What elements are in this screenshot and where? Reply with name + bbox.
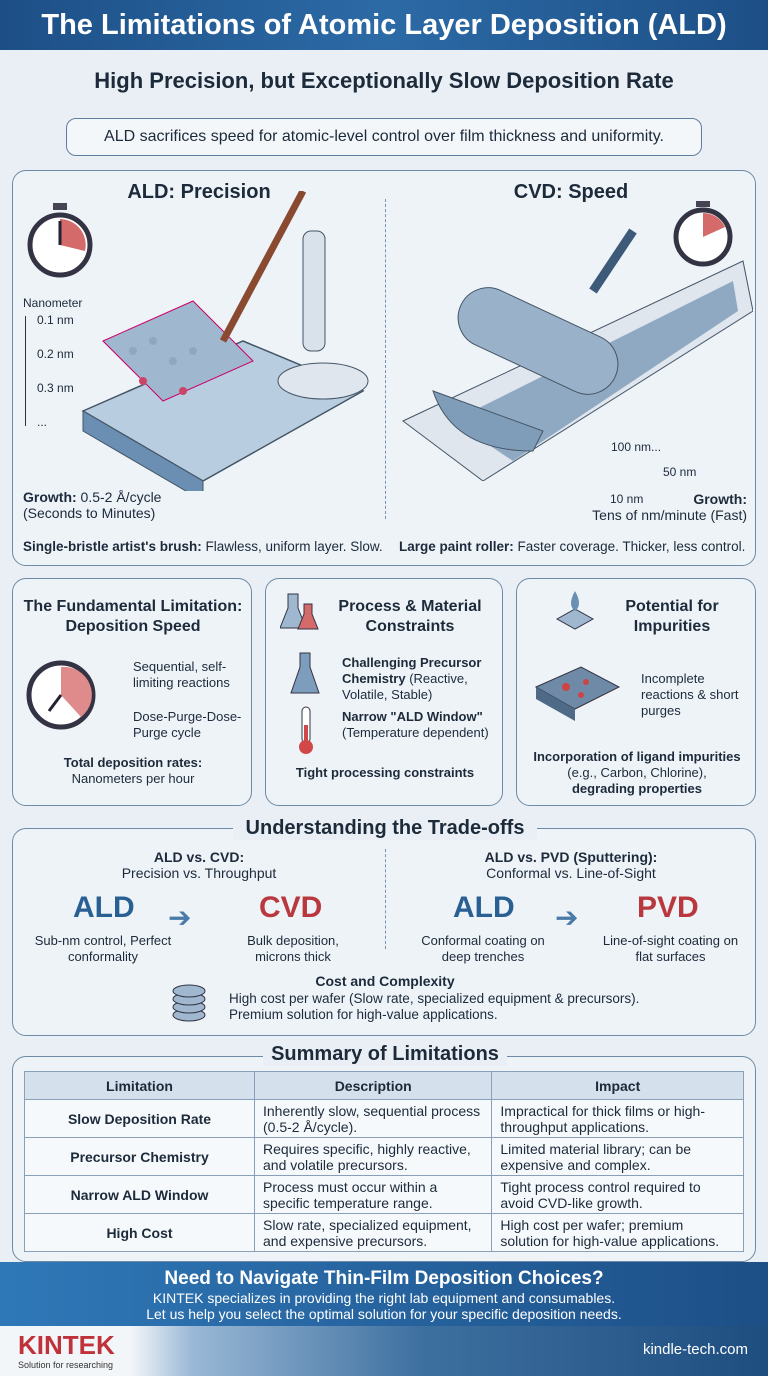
scale-tick: 100 nm...	[611, 440, 662, 454]
arrow-icon: ➔	[555, 902, 579, 933]
cvd-title: CVD: Speed	[513, 181, 629, 203]
footer-bar: KINTEK Solution for researching kindle-t…	[0, 1326, 768, 1376]
logo-tagline: Solution for researching	[18, 1360, 114, 1370]
tradeoffs-panel: Understanding the Trade-offs ALD vs. CVD…	[12, 817, 756, 1036]
cell: Process must occur within a specific tem…	[253, 1175, 493, 1214]
scale-tick: 0.3 nm	[37, 381, 74, 395]
website-link[interactable]: kindle-tech.com	[642, 1341, 748, 1358]
droplet-icon	[555, 591, 595, 630]
cta-text: Let us help you select the optimal solut…	[146, 1306, 622, 1322]
tradeoff-desc: Line-of-sight coating on flat surfaces	[602, 933, 739, 964]
cvd-growth: Growth:Tens of nm/minute (Fast)	[592, 491, 747, 523]
cost-title: Cost and Complexity	[315, 973, 455, 989]
stopwatch-icon	[27, 203, 93, 278]
impure-film-icon	[534, 666, 621, 721]
column-header: Impact	[491, 1071, 744, 1100]
cell: Slow Deposition Rate	[24, 1099, 255, 1138]
cell: Impractical for thick films or high-thro…	[491, 1099, 744, 1138]
comparison-panel: ALD: Precision CVD: Speed Nanometer 0.1 …	[12, 170, 756, 566]
card-item: Challenging Precursor Chemistry (Reactiv…	[342, 655, 482, 702]
cell: Limited material library; can be expensi…	[491, 1137, 744, 1176]
page-subtitle: High Precision, but Exceptionally Slow D…	[94, 68, 674, 93]
cost-text: High cost per wafer (Slow rate, speciali…	[229, 991, 640, 1022]
cell: Precursor Chemistry	[24, 1137, 255, 1176]
card-deposition-speed: The Fundamental Limitation: Deposition S…	[12, 578, 252, 806]
card-impurities: Potential for Impurities Incomplete reac…	[516, 578, 756, 806]
cell: Requires specific, highly reactive, and …	[253, 1137, 493, 1176]
ald-label: ALD	[453, 891, 515, 924]
tradeoff-desc: Conformal coating on deep trenches	[421, 933, 545, 964]
flasks-icon	[280, 593, 319, 630]
ald-brush-illustration	[81, 191, 369, 491]
cvd-label: CVD	[259, 891, 323, 924]
tradeoff-desc: Bulk deposition, microns thick	[247, 933, 339, 964]
cta-title: Need to Navigate Thin-Film Deposition Ch…	[164, 1268, 604, 1289]
scale-tick: 50 nm	[663, 465, 697, 479]
card-item: Dose-Purge-Dose-Purge cycle	[133, 709, 242, 740]
card-footer: Incorporation of ligand impurities(e.g.,…	[533, 749, 741, 796]
cell: Narrow ALD Window	[24, 1175, 255, 1214]
card-title: Potential for Impurities	[625, 598, 719, 635]
card-item: Narrow "ALD Window" (Temperature depende…	[342, 709, 489, 740]
clock-icon	[26, 660, 96, 730]
card-process-constraints: Process & Material Constraints Challengi…	[265, 578, 503, 806]
thermometer-icon	[299, 706, 313, 754]
arrow-icon: ➔	[168, 902, 192, 933]
cvd-analogy: Large paint roller: Faster coverage. Thi…	[399, 539, 746, 554]
ald-growth: Growth: 0.5-2 Å/cycle(Seconds to Minutes…	[23, 489, 162, 521]
scale-tick: 0.2 nm	[37, 347, 74, 361]
cvd-roller-illustration	[402, 228, 753, 481]
kintek-logo[interactable]: KINTEK	[18, 1330, 115, 1360]
cell: Slow rate, specialized equipment, and ex…	[253, 1213, 493, 1252]
coin-stack-icon	[172, 984, 206, 1022]
scale-label: Nanometer	[23, 296, 83, 310]
card-title: The Fundamental Limitation: Deposition S…	[23, 598, 243, 635]
ald-title: ALD: Precision	[127, 181, 271, 203]
card-title: Process & Material Constraints	[338, 598, 482, 635]
card-item: Incomplete reactions & short purges	[641, 671, 739, 718]
page-title: The Limitations of Atomic Layer Depositi…	[0, 0, 768, 50]
scale-tick: 0.1 nm	[37, 313, 74, 327]
section-title: Understanding the Trade-offs	[233, 817, 537, 840]
callout-box: ALD sacrifices speed for atomic-level co…	[66, 118, 702, 156]
tradeoff-right-title: ALD vs. PVD (Sputtering):Conformal vs. L…	[484, 849, 658, 881]
card-footer: Tight processing constraints	[295, 765, 475, 780]
pvd-label: PVD	[637, 891, 699, 924]
ald-analogy: Single-bristle artist's brush: Flawless,…	[23, 539, 383, 554]
tradeoff-left-title: ALD vs. CVD:Precision vs. Throughput	[121, 849, 277, 881]
column-header: Limitation	[24, 1071, 255, 1100]
cell: High cost per wafer; premium solution fo…	[491, 1213, 744, 1252]
stopwatch-icon	[673, 201, 733, 267]
scale-tick: 10 nm	[610, 492, 644, 506]
tradeoff-desc: Sub-nm control, Perfect conformality	[34, 933, 172, 964]
ald-label: ALD	[73, 891, 135, 924]
column-header: Description	[253, 1071, 493, 1100]
card-item: Sequential, self-limiting reactions	[133, 659, 230, 690]
cell: High Cost	[24, 1213, 255, 1252]
scale-tick: ...	[37, 415, 48, 429]
cell: Tight process control required to avoid …	[491, 1175, 744, 1214]
flask-icon	[290, 652, 320, 694]
card-footer: Total deposition rates:Nanometers per ho…	[63, 755, 203, 786]
cta-banner: Need to Navigate Thin-Film Deposition Ch…	[0, 1262, 768, 1326]
cell: Inherently slow, sequential process (0.5…	[253, 1099, 493, 1138]
section-title: Summary of Limitations	[263, 1043, 507, 1066]
cta-text: KINTEK specializes in providing the righ…	[152, 1290, 616, 1306]
